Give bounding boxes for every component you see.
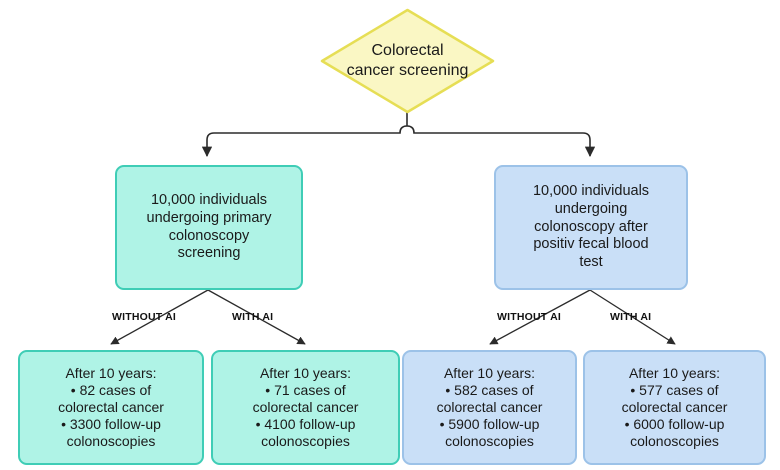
- node-label-fobt-with-ai: After 10 years: • 577 cases of colorecta…: [621, 364, 728, 450]
- edge-label-fobt-with-ai: WITH AI: [610, 311, 652, 323]
- node-label-primary-without-ai: After 10 years: • 82 cases of colorectal…: [58, 364, 164, 450]
- edge-label-fobt-without-ai: WITHOUT AI: [497, 311, 562, 323]
- node-primary-without-ai[interactable]: After 10 years: • 82 cases of colorectal…: [18, 350, 204, 465]
- diamond-shape: [320, 8, 495, 114]
- node-colorectal-cancer-screening[interactable]: Colorectal cancer screening: [320, 8, 495, 114]
- edge-root-to-fobt: [406, 125, 596, 158]
- node-label-primary-with-ai: After 10 years: • 71 cases of colorectal…: [252, 364, 359, 450]
- node-fobt-without-ai[interactable]: After 10 years: • 582 cases of colorecta…: [402, 350, 577, 465]
- node-primary-with-ai[interactable]: After 10 years: • 71 cases of colorectal…: [211, 350, 400, 465]
- node-fobt-colonoscopy[interactable]: 10,000 individuals undergoing colonoscop…: [494, 165, 688, 290]
- node-label-primary-colonoscopy: 10,000 individuals undergoing primary co…: [146, 192, 272, 262]
- node-fobt-with-ai[interactable]: After 10 years: • 577 cases of colorecta…: [583, 350, 766, 465]
- node-label-fobt-without-ai: After 10 years: • 582 cases of colorecta…: [436, 364, 543, 450]
- edge-root-to-primary: [201, 125, 408, 158]
- node-label-fobt-colonoscopy: 10,000 individuals undergoing colonoscop…: [532, 183, 650, 271]
- edge-label-primary-without-ai: WITHOUT AI: [112, 311, 177, 323]
- edge-label-primary-with-ai: WITH AI: [232, 311, 274, 323]
- node-primary-colonoscopy[interactable]: 10,000 individuals undergoing primary co…: [115, 165, 303, 290]
- node-label-root: Colorectal cancer screening: [346, 42, 469, 79]
